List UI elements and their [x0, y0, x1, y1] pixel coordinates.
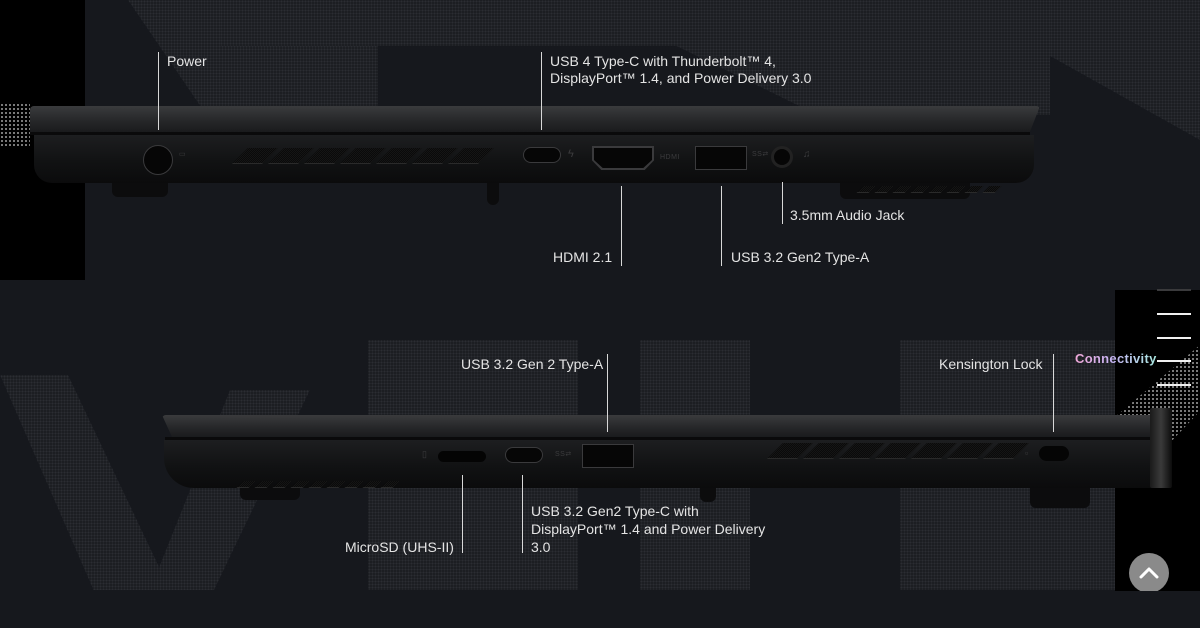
laptop-seam: [30, 132, 1030, 135]
audio-leader-line: [782, 182, 783, 224]
usb-ss-glyph: SS⇄: [752, 151, 769, 158]
kensington-leader-line: [1053, 354, 1054, 432]
chevron-up-icon: [1139, 567, 1159, 579]
power-label: Power: [167, 53, 207, 69]
section-nav-item-5[interactable]: [1157, 384, 1191, 386]
microsd-slot: [438, 451, 486, 462]
sd-glyph-icon: ▯: [422, 449, 428, 459]
usb-c-port-bottom: [505, 447, 543, 463]
hdmi-leader-line: [621, 186, 622, 266]
usb-c-label-line2: DisplayPort™ 1.4 and Power Delivery: [531, 521, 766, 537]
usb-a-port-top: [695, 146, 747, 170]
usb-a-port-bottom: [582, 444, 634, 468]
laptop-hinge-right: [1150, 408, 1172, 488]
usb-a-label: USB 3.2 Gen2 Type-A: [731, 249, 870, 265]
power-port: [143, 145, 173, 175]
kensington-lock-slot: [1039, 446, 1069, 461]
usb-a-leader-line: [721, 186, 722, 266]
usb-ss-glyph: SS⇄: [555, 451, 572, 458]
laptop-foot-left: [112, 183, 168, 197]
hdmi-glyph: HDMI: [660, 154, 680, 161]
usb-a-bottom-leader-line: [607, 354, 608, 432]
laptop-foot-right: [1030, 488, 1090, 508]
usb-c-label-line1: USB 3.2 Gen2 Type-C with: [531, 503, 699, 519]
vent-right: [767, 443, 1029, 459]
microsd-leader-line: [462, 475, 463, 553]
kensington-label: Kensington Lock: [939, 356, 1043, 372]
usb4-leader-line: [541, 52, 542, 130]
headset-icon: ♫: [803, 149, 811, 160]
laptop-lid: [162, 415, 1162, 437]
vent-left: [236, 481, 400, 488]
usb-c-label-line3: 3.0: [531, 539, 551, 555]
usb-c-leader-line: [522, 475, 523, 553]
laptop-foot-left: [240, 488, 300, 500]
usb4-typec-port: [523, 147, 561, 163]
vent-right: [856, 186, 1002, 193]
laptop-lid: [30, 106, 1040, 132]
hdmi-label: HDMI 2.1: [553, 249, 613, 265]
vent-left: [232, 148, 494, 164]
section-nav-item-2[interactable]: [1157, 313, 1191, 315]
usb-a-bottom-label: USB 3.2 Gen 2 Type-A: [461, 356, 604, 372]
power-leader-line: [158, 52, 159, 130]
power-glyph-icon: ▭: [179, 151, 187, 158]
section-nav-item-connectivity[interactable]: [1157, 360, 1191, 362]
bg-texture-left-bright: [0, 103, 30, 148]
laptop-seam: [165, 437, 1160, 440]
bottom-band: [0, 591, 1200, 628]
microsd-label: MicroSD (UHS-II): [345, 539, 454, 555]
usb4-label-line1: USB 4 Type-C with Thunderbolt™ 4,: [550, 53, 776, 69]
usb4-label-line2: DisplayPort™ 1.4, and Power Delivery 3.0: [550, 70, 812, 86]
bg-texture-v-left: [0, 375, 170, 590]
laptop-foot-mid: [487, 183, 499, 205]
bg-texture-top-right: [1050, 0, 1200, 140]
section-nav-item-3[interactable]: [1157, 337, 1191, 339]
hdmi-port: [592, 146, 654, 170]
scroll-to-top-button[interactable]: [1129, 553, 1169, 593]
laptop-foot-mid: [700, 488, 716, 502]
audio-jack-port: [771, 146, 793, 168]
audio-label: 3.5mm Audio Jack: [790, 207, 905, 223]
lock-glyph-icon: ▫: [1025, 448, 1029, 458]
section-nav-active-label[interactable]: Connectivity: [1075, 351, 1157, 366]
thunderbolt-icon: ϟ: [568, 148, 575, 160]
section-nav-item-1[interactable]: [1157, 289, 1191, 291]
